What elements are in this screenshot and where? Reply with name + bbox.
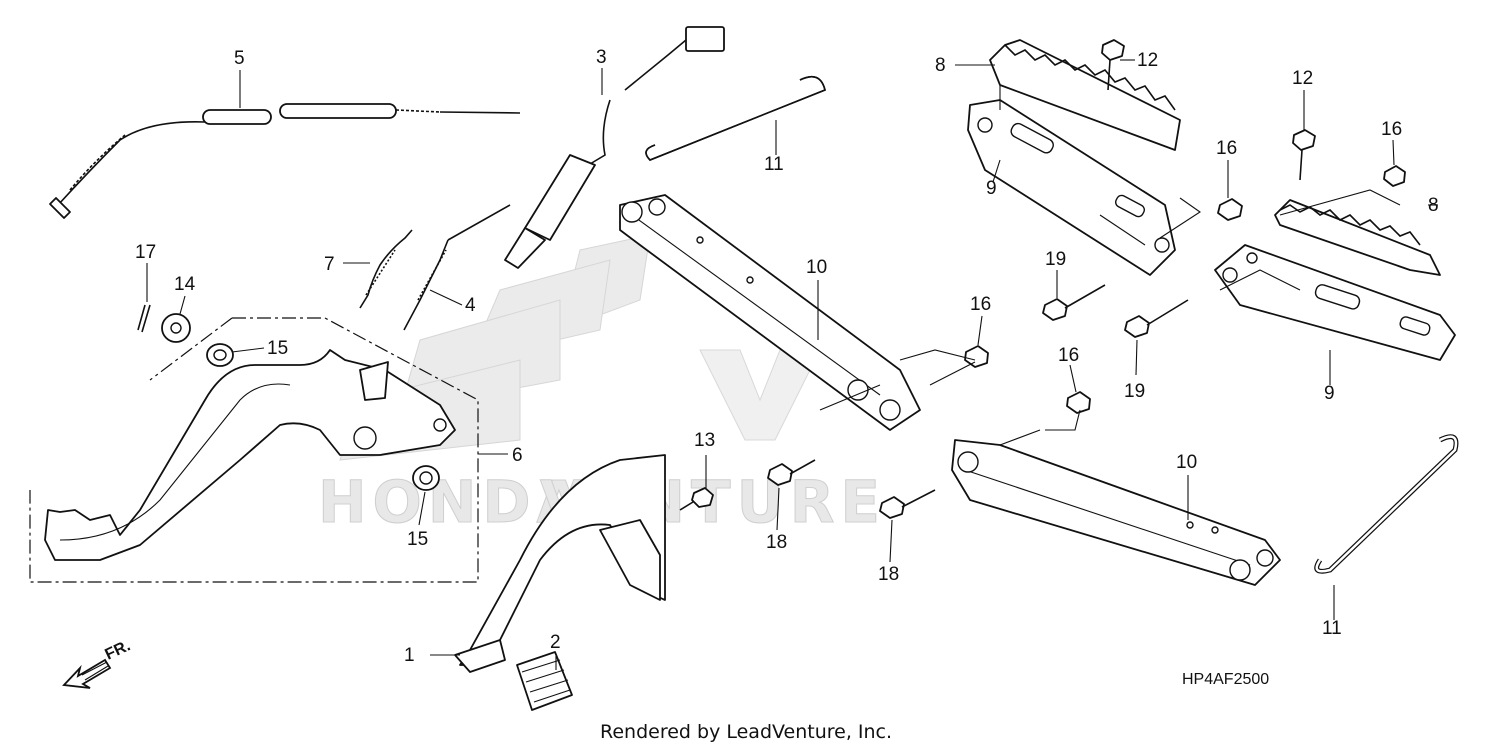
callout-2: 2 [550,632,561,653]
callout-16-b: 16 [1381,119,1402,140]
part-pedal-lever[interactable] [454,454,666,673]
callout-12-lower: 12 [1292,68,1313,89]
part-rod-upper[interactable] [645,75,826,161]
part-nut-16a[interactable] [1217,198,1243,221]
part-nut-16c[interactable] [964,345,989,368]
callout-18-b: 18 [878,564,899,585]
callouts: 1 2 3 4 5 6 7 8 8 9 9 10 10 11 11 12 12 … [135,47,1439,666]
callout-19-b: 19 [1124,381,1145,402]
part-bolt-19b[interactable] [1124,299,1189,338]
front-label: FR. [103,637,134,663]
callout-8-lower: 8 [1428,195,1439,216]
callout-15-lower: 15 [407,529,428,550]
part-bolt-18b[interactable] [879,489,936,519]
part-bolt-13[interactable] [679,487,714,511]
watermark: HONDA VENTURE [318,234,881,537]
callout-16-d: 16 [1058,345,1079,366]
credit-text: Rendered by LeadVenture, Inc. [600,721,892,743]
callout-19-a: 19 [1045,249,1066,270]
callout-17: 17 [135,242,156,263]
callout-16-a: 16 [1216,138,1237,159]
part-bracket-lower[interactable] [1214,244,1456,361]
callout-11-lower: 11 [1322,618,1342,639]
part-washer[interactable] [161,313,191,343]
part-brake-pedal[interactable] [44,349,456,561]
diagram-code: HP4AF2500 [1182,671,1269,688]
part-arm-upper[interactable] [619,194,921,431]
front-direction-arrow-icon: FR. [62,637,134,689]
callout-9-lower: 9 [1324,383,1335,404]
part-bolt-19a[interactable] [1042,284,1106,321]
callout-1: 1 [404,645,415,666]
part-collar-15b[interactable] [412,465,440,491]
part-cotter-pin[interactable] [137,304,151,333]
part-spring-7[interactable] [359,229,413,309]
callout-9-upper: 9 [986,178,997,199]
part-bolt-12a[interactable] [1101,39,1125,91]
callout-15-upper: 15 [267,338,288,359]
part-collar-15a[interactable] [206,343,234,367]
part-bolt-18a[interactable] [767,459,816,486]
callout-10-lower: 10 [1176,452,1197,473]
watermark-text: HONDA [318,468,587,536]
part-bracket-upper[interactable] [967,99,1176,276]
callout-4: 4 [465,295,476,316]
callout-3: 3 [596,47,607,68]
part-pedal-rubber[interactable] [516,651,573,711]
part-arm-lower[interactable] [951,439,1281,586]
callout-13: 13 [694,430,715,451]
part-spring-4[interactable] [403,204,511,331]
assembly-outline [29,317,479,583]
part-nut-16b[interactable] [1383,165,1406,187]
callout-8-upper: 8 [935,55,946,76]
callout-14: 14 [174,274,196,295]
callout-6: 6 [512,445,523,466]
callout-5: 5 [234,48,245,69]
callout-7: 7 [324,254,335,275]
part-footpeg-lower[interactable] [1274,199,1441,276]
honda-wing-logo [339,234,651,461]
leader-lines [146,59,1438,670]
part-footpeg-upper[interactable] [989,39,1181,151]
part-nut-16d[interactable] [1066,391,1091,414]
callout-10-upper: 10 [806,257,827,278]
callout-16-c: 16 [970,294,991,315]
callout-12-upper: 12 [1137,50,1158,71]
part-rod-right[interactable] [1314,434,1459,574]
part-bolt-12b[interactable] [1292,129,1316,181]
callout-18-a: 18 [766,532,787,553]
callout-11-upper: 11 [764,154,784,175]
part-cable[interactable] [49,103,521,219]
part-stop-switch[interactable] [504,26,725,269]
